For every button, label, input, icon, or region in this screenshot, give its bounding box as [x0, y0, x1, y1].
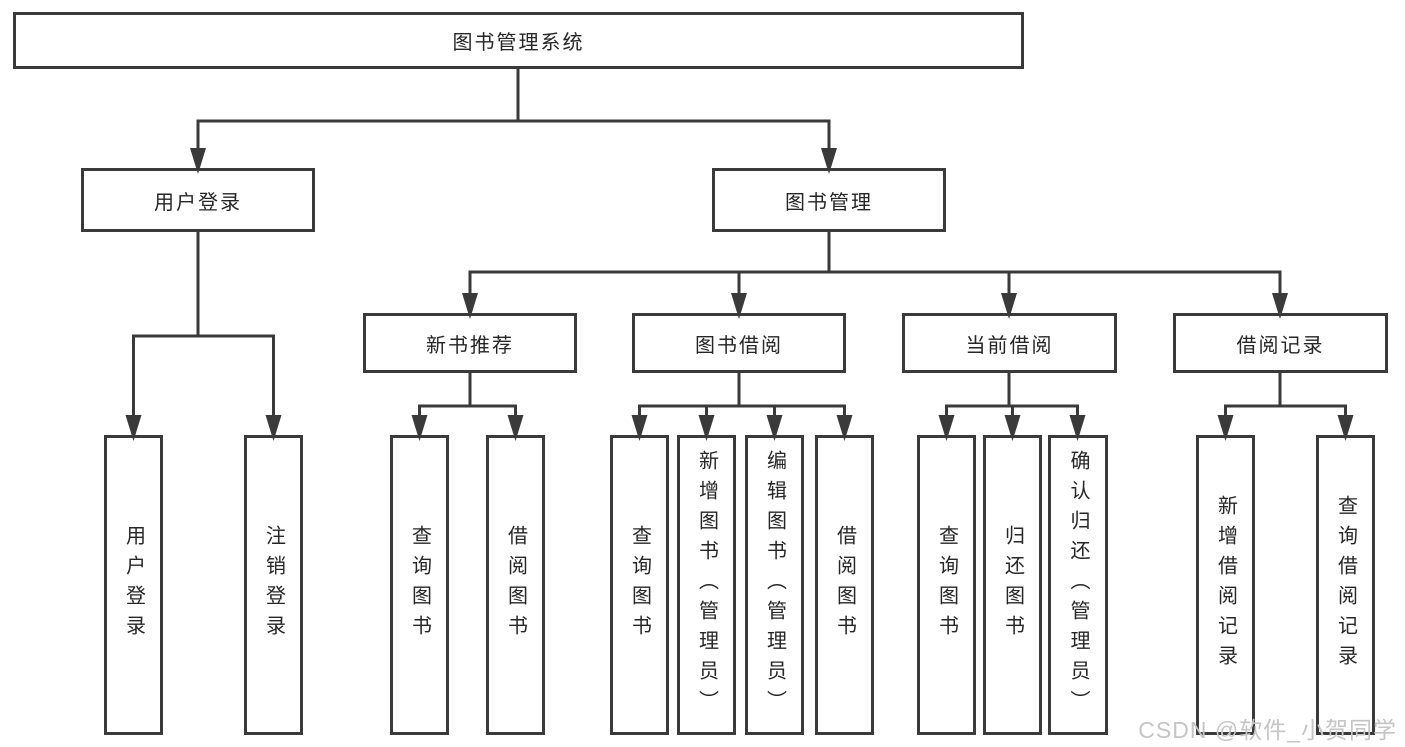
node-new-book-recommend-label: 新书推荐	[426, 334, 514, 357]
node-current-borrowing: 当前借阅	[902, 313, 1117, 373]
leaf-user-login: 用户登录	[104, 435, 163, 735]
node-user-login: 用户登录	[81, 168, 315, 232]
leaf-return-book-label: 归还图书	[1001, 525, 1024, 645]
node-borrow-records-label: 借阅记录	[1236, 334, 1325, 357]
leaf-borrow-books-label: 借阅图书	[833, 525, 856, 645]
leaf-confirm-return-admin: 确认归还（管理员）	[1048, 435, 1108, 735]
node-new-book-recommend: 新书推荐	[363, 313, 577, 373]
node-current-borrowing-label: 当前借阅	[965, 334, 1054, 357]
leaf-borrow-books-recommend-label: 借阅图书	[504, 525, 527, 645]
leaf-add-book-admin-label: 新增图书（管理员）	[695, 450, 718, 720]
leaf-query-borrow-record: 查询借阅记录	[1316, 435, 1375, 735]
node-book-management: 图书管理	[712, 168, 946, 232]
leaf-add-book-admin: 新增图书（管理员）	[677, 435, 736, 735]
leaf-query-books-borrow-label: 查询图书	[628, 525, 651, 645]
leaf-query-borrow-record-label: 查询借阅记录	[1334, 495, 1357, 675]
leaf-logout-label: 注销登录	[262, 525, 285, 645]
leaf-add-borrow-record-label: 新增借阅记录	[1214, 495, 1237, 675]
node-book-borrowing: 图书借阅	[632, 313, 846, 373]
leaf-add-borrow-record: 新增借阅记录	[1196, 435, 1255, 735]
watermark: CSDN @软件_小贺同学	[1138, 717, 1397, 743]
node-borrow-records: 借阅记录	[1173, 313, 1388, 373]
leaf-edit-book-admin-label: 编辑图书（管理员）	[763, 450, 786, 720]
node-root: 图书管理系统	[13, 12, 1024, 69]
leaf-query-books-current-label: 查询图书	[935, 525, 958, 645]
leaf-query-books-current: 查询图书	[917, 435, 976, 735]
leaf-borrow-books-recommend: 借阅图书	[486, 435, 545, 735]
leaf-edit-book-admin: 编辑图书（管理员）	[745, 435, 804, 735]
leaf-confirm-return-admin-label: 确认归还（管理员）	[1067, 450, 1089, 720]
node-user-login-label: 用户登录	[154, 191, 242, 214]
leaf-query-books-recommend-label: 查询图书	[408, 525, 431, 645]
leaf-user-login-label: 用户登录	[122, 525, 145, 645]
leaf-logout: 注销登录	[244, 435, 303, 735]
node-book-management-label: 图书管理	[785, 191, 873, 214]
leaf-query-books-borrow: 查询图书	[610, 435, 669, 735]
leaf-return-book: 归还图书	[983, 435, 1042, 735]
leaf-borrow-books: 借阅图书	[815, 435, 874, 735]
node-book-borrowing-label: 图书借阅	[695, 334, 783, 357]
node-root-label: 图书管理系统	[452, 32, 585, 54]
leaf-query-books-recommend: 查询图书	[390, 435, 449, 735]
